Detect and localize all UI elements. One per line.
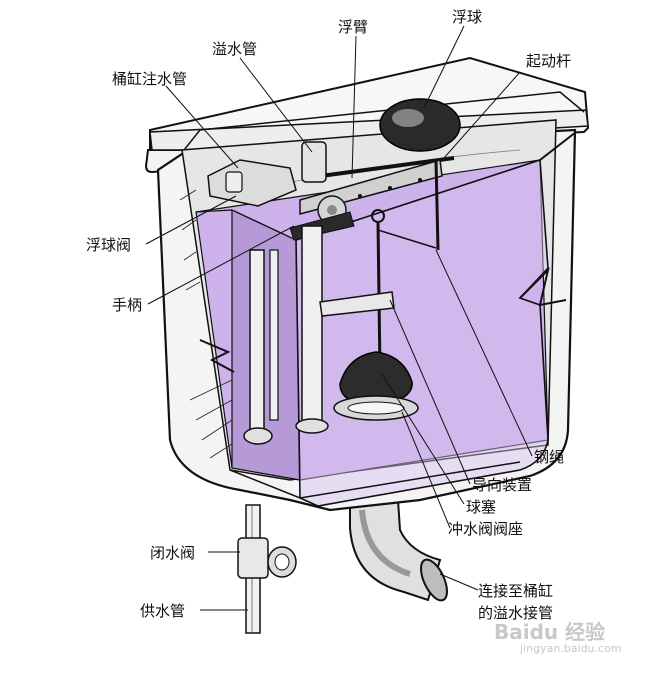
watermark-brand: Baidu 经验 bbox=[494, 620, 606, 644]
watermark-url: jingyan.baidu.com bbox=[520, 642, 622, 655]
label-ball-plug: 球塞 bbox=[466, 498, 497, 516]
label-flush-valve-seat: 冲水阀阀座 bbox=[448, 520, 524, 538]
label-connect-line1: 连接至桶缸 bbox=[478, 582, 554, 600]
label-connect-line2: 的溢水接管 bbox=[478, 604, 554, 622]
label-guide-device: 导向装置 bbox=[472, 476, 533, 494]
label-float-arm: 浮臂 bbox=[338, 18, 369, 36]
label-starter-rod: 起动杆 bbox=[526, 52, 572, 70]
label-steel-rope: 钢绳 bbox=[534, 448, 565, 466]
float-assembly bbox=[207, 98, 461, 251]
label-bowl-fill-pipe: 桶缸注水管 bbox=[112, 70, 188, 88]
label-shutoff-valve: 闭水阀 bbox=[150, 544, 196, 562]
label-float-ball: 浮球 bbox=[452, 8, 483, 26]
label-handle: 手柄 bbox=[112, 296, 143, 314]
label-supply-pipe: 供水管 bbox=[140, 602, 186, 620]
label-overflow-pipe: 溢水管 bbox=[212, 40, 258, 58]
label-float-valve: 浮球阀 bbox=[86, 236, 132, 254]
overflow-elbow-drawing bbox=[349, 499, 448, 602]
shutoff-valve-drawing bbox=[237, 537, 297, 579]
leader-lines bbox=[145, 25, 533, 611]
overflow-pipe-drawing bbox=[243, 225, 329, 445]
